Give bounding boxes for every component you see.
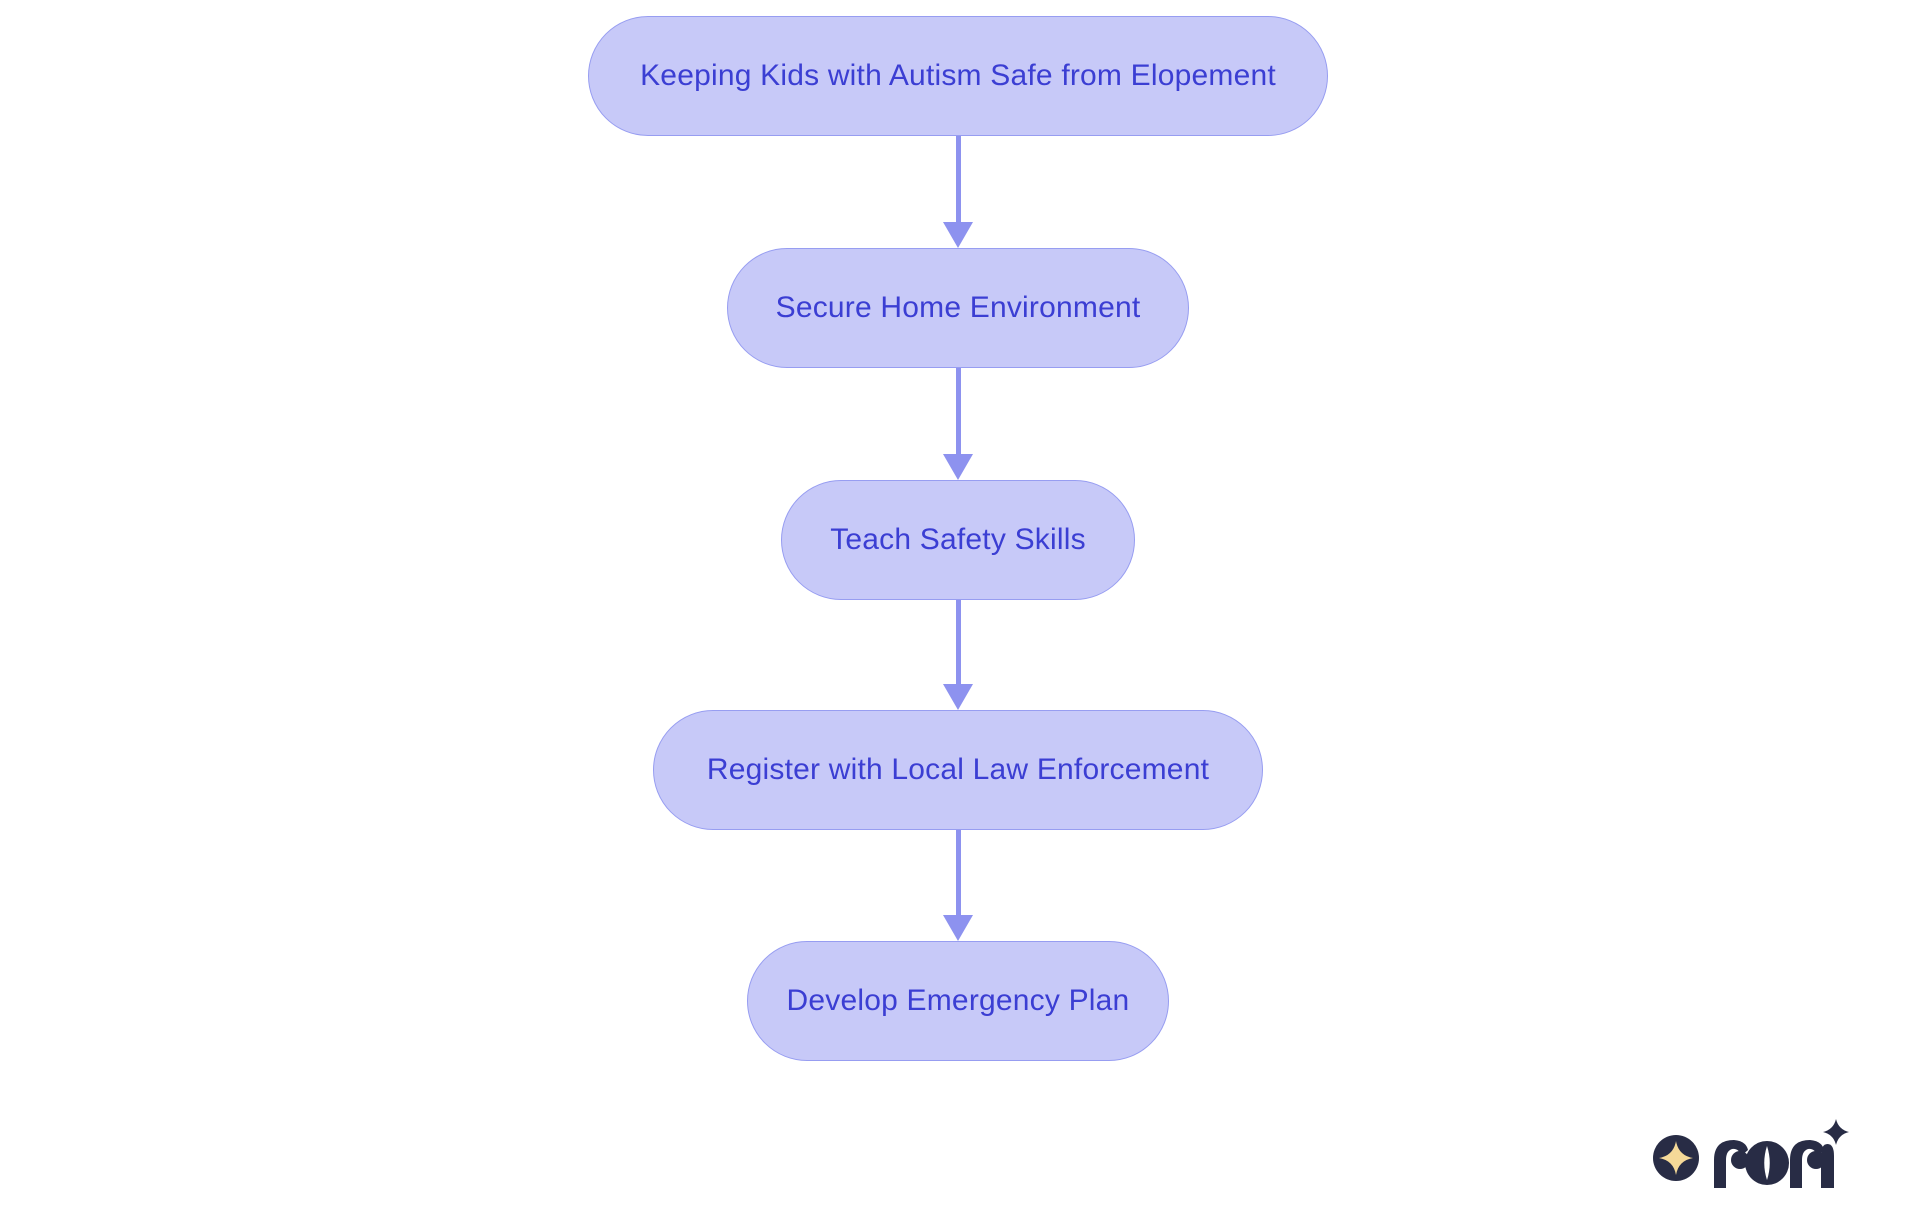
sparkle-star-icon: [1653, 1135, 1699, 1181]
arrow-shaft: [955, 830, 961, 917]
connector-arrow-2: [941, 368, 975, 480]
wordmark-letters: [1714, 1119, 1849, 1188]
rori-logo: [1653, 1116, 1855, 1190]
connector-arrow-1: [941, 136, 975, 248]
arrow-head-icon: [943, 684, 973, 710]
rori-wordmark: [1653, 1119, 1849, 1188]
node-label: Teach Safety Skills: [830, 523, 1086, 556]
arrow-shaft: [955, 368, 961, 456]
node-label: Keeping Kids with Autism Safe from Elope…: [640, 59, 1276, 92]
node-label: Secure Home Environment: [775, 291, 1141, 324]
arrow-head-icon: [943, 915, 973, 941]
connector-arrow-3: [941, 600, 975, 710]
flowchart-node-emergency-plan: Develop Emergency Plan: [747, 941, 1169, 1061]
flowchart-node-keeping-kids-safe: Keeping Kids with Autism Safe from Elope…: [588, 16, 1328, 136]
arrow-shaft: [955, 136, 961, 224]
node-label: Develop Emergency Plan: [786, 984, 1130, 1017]
arrow-head-icon: [943, 454, 973, 480]
connector-arrow-4: [941, 830, 975, 941]
arrow-head-icon: [943, 222, 973, 248]
flowchart-node-secure-home: Secure Home Environment: [727, 248, 1189, 368]
arrow-shaft: [955, 600, 961, 686]
flowchart-node-register-law-enforcement: Register with Local Law Enforcement: [653, 710, 1263, 830]
flowchart-node-teach-safety: Teach Safety Skills: [781, 480, 1135, 600]
node-label: Register with Local Law Enforcement: [706, 753, 1210, 786]
